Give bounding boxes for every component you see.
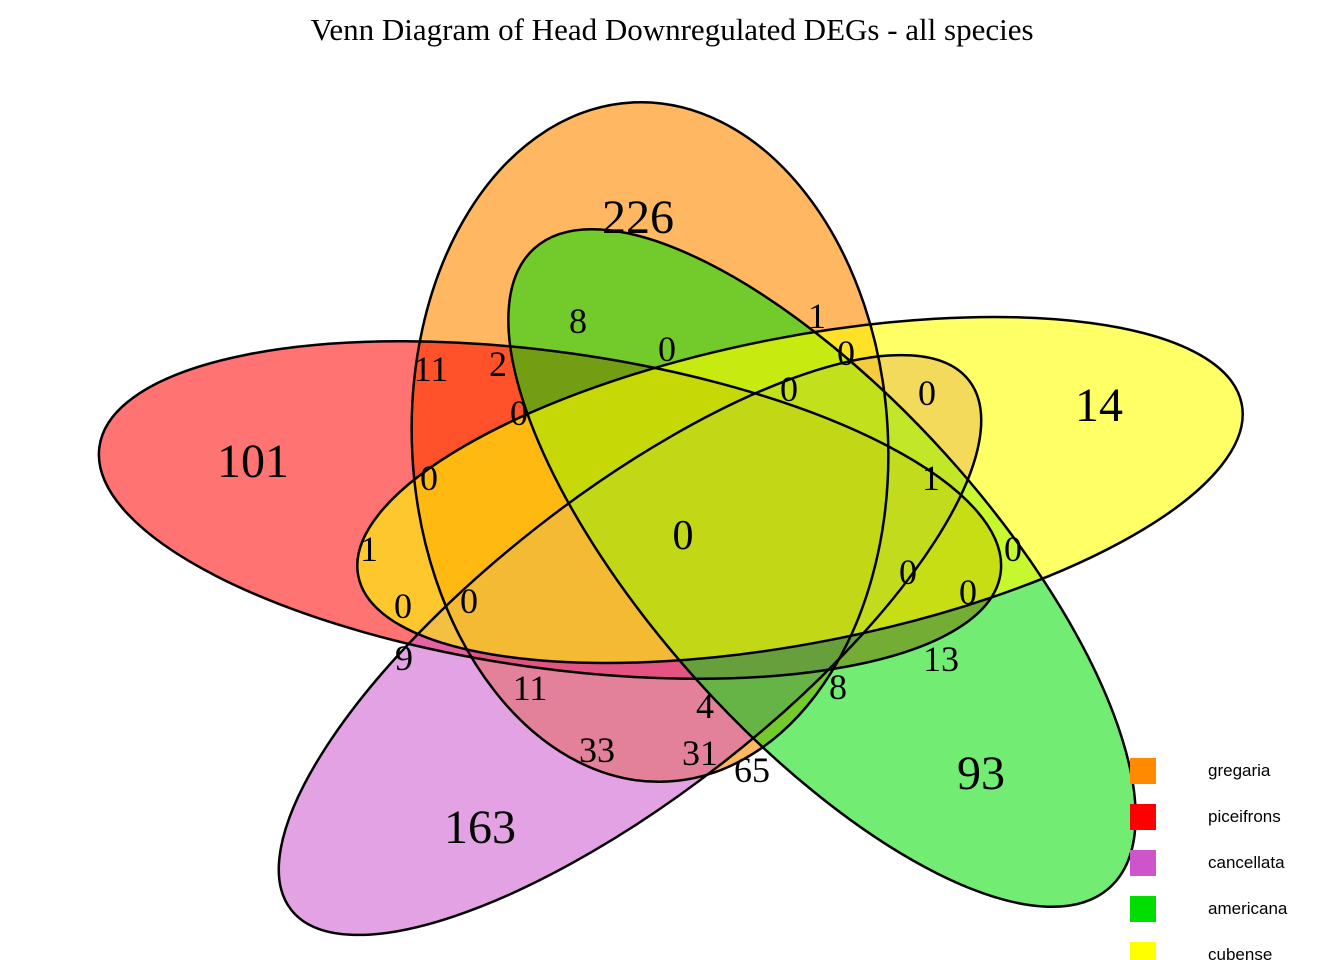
- legend-item-americana: americana: [1130, 896, 1287, 922]
- venn-count-label: 0: [1004, 529, 1022, 569]
- venn-count-cubense-only: 14: [1075, 379, 1123, 432]
- legend-label-cubense: cubense: [1208, 945, 1273, 960]
- ellipse-cubense-outline: [356, 315, 1244, 665]
- venn-count-label: 0: [959, 572, 977, 612]
- venn-count-americana-only: 93: [957, 747, 1005, 800]
- venn-count-label: 33: [579, 730, 615, 770]
- legend-swatch-piceifrons: [1130, 804, 1156, 830]
- venn-count-label: 11: [512, 668, 548, 708]
- venn-count-label: 1: [808, 296, 826, 336]
- venn-count-label: 1: [922, 458, 940, 498]
- venn-count-center-all-sets: 0: [672, 513, 694, 559]
- venn-count-label: 0: [460, 581, 478, 621]
- venn-count-label: 0: [918, 373, 936, 413]
- venn-count-label: 31: [682, 733, 718, 773]
- chart-title: Venn Diagram of Head Downregulated DEGs …: [310, 12, 1034, 47]
- venn-count-label: 0: [510, 393, 528, 433]
- legend-label-cancellata: cancellata: [1208, 853, 1285, 872]
- venn-count-label: 13: [923, 639, 959, 679]
- venn-count-label: 9: [395, 638, 413, 678]
- legend: gregaria piceifrons cancellata americana…: [1130, 758, 1287, 960]
- venn-count-label: 2: [489, 344, 507, 384]
- venn-count-label: 8: [829, 667, 847, 707]
- venn-count-label: 0: [899, 552, 917, 592]
- legend-label-americana: americana: [1208, 899, 1288, 918]
- venn-count-gregaria-only: 226: [602, 191, 674, 244]
- venn-count-cancellata-only: 163: [444, 801, 516, 854]
- venn-count-label: 0: [837, 333, 855, 373]
- legend-swatch-cancellata: [1130, 850, 1156, 876]
- ellipse-cancellata-outline: [277, 353, 983, 937]
- venn-count-label: 8: [569, 301, 587, 341]
- venn-count-label: 0: [780, 369, 798, 409]
- venn-count-label: 0: [420, 458, 438, 498]
- legend-item-piceifrons: piceifrons: [1130, 804, 1287, 830]
- venn-count-label: 4: [696, 686, 714, 726]
- venn-count-label: 65: [734, 750, 770, 790]
- ellipse-cubense-fill: [357, 316, 1243, 664]
- legend-swatch-americana: [1130, 896, 1156, 922]
- legend-label-gregaria: gregaria: [1208, 761, 1271, 780]
- legend-label-piceifrons: piceifrons: [1208, 807, 1281, 826]
- legend-swatch-gregaria: [1130, 758, 1156, 784]
- venn-count-label: 0: [658, 329, 676, 369]
- ellipse-piceifrons-outline: [97, 339, 1003, 681]
- legend-item-gregaria: gregaria: [1130, 758, 1287, 784]
- venn-count-label: 0: [394, 586, 412, 626]
- legend-item-cubense: cubense: [1130, 942, 1287, 960]
- venn-count-label: 11: [413, 349, 449, 389]
- legend-swatch-cubense: [1130, 942, 1156, 960]
- ellipse-gregaria-outline: [410, 100, 890, 784]
- venn-count-piceifrons-only: 101: [217, 435, 289, 488]
- legend-item-cancellata: cancellata: [1130, 850, 1287, 876]
- ellipse-americana-outline: [507, 228, 1137, 908]
- venn-count-label: 1: [360, 529, 378, 569]
